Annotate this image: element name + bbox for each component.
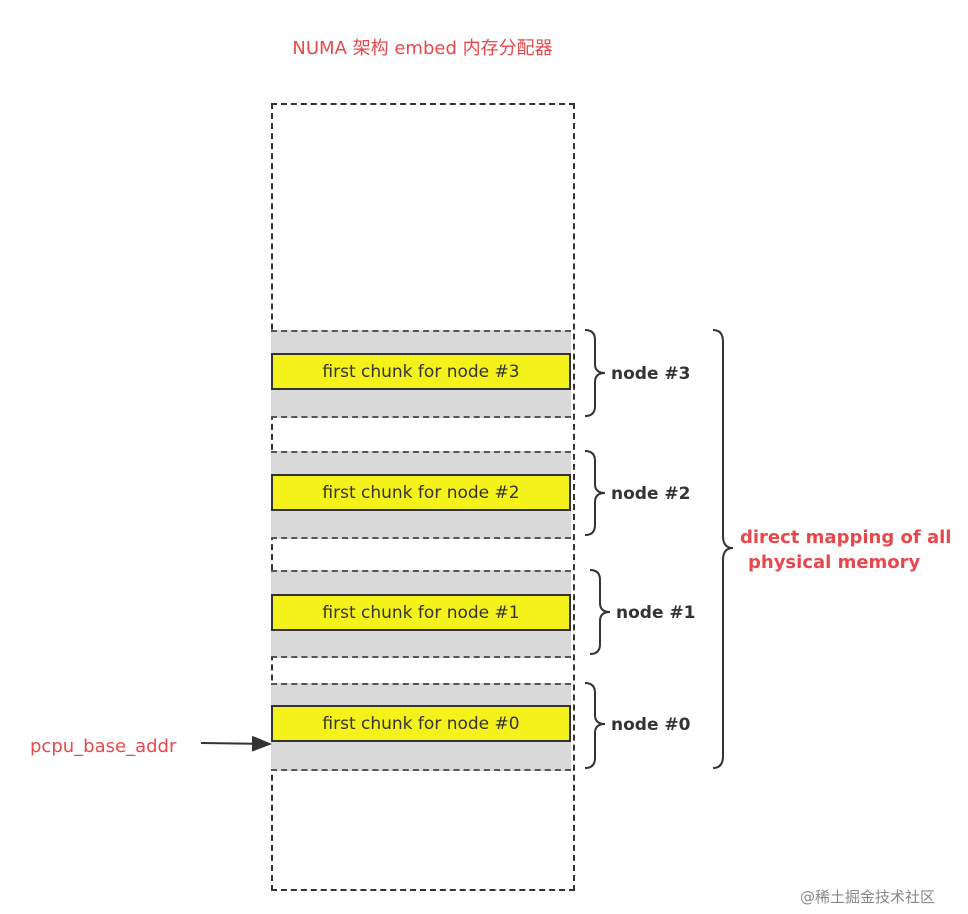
node-0-brace (584, 682, 606, 769)
first-chunk-node-0: first chunk for node #0 (271, 705, 571, 742)
node-1-brace (589, 569, 611, 655)
node-2-brace (584, 450, 606, 536)
first-chunk-node-1: first chunk for node #1 (271, 594, 571, 631)
node-1-label: node #1 (616, 603, 696, 623)
node-3-label: node #3 (611, 364, 691, 384)
node-3-brace (584, 329, 606, 417)
pcpu-base-addr-label: pcpu_base_addr (30, 736, 177, 757)
chunk-label: first chunk for node #3 (322, 361, 520, 382)
node-0-label: node #0 (611, 715, 691, 735)
pcpu-base-addr-arrow (200, 735, 272, 752)
chunk-label: first chunk for node #1 (322, 602, 520, 623)
node-2-label: node #2 (611, 484, 691, 504)
chunk-label: first chunk for node #2 (322, 482, 520, 503)
direct-mapping-brace (712, 329, 734, 769)
chunk-label: first chunk for node #0 (322, 713, 520, 734)
mapping-label-line2: physical memory (748, 552, 921, 573)
watermark: @稀土掘金技术社区 (800, 888, 936, 906)
mapping-label-line1: direct mapping of all (740, 527, 952, 548)
first-chunk-node-3: first chunk for node #3 (271, 353, 571, 390)
diagram-title: NUMA 架构 embed 内存分配器 (292, 38, 553, 59)
first-chunk-node-2: first chunk for node #2 (271, 474, 571, 511)
